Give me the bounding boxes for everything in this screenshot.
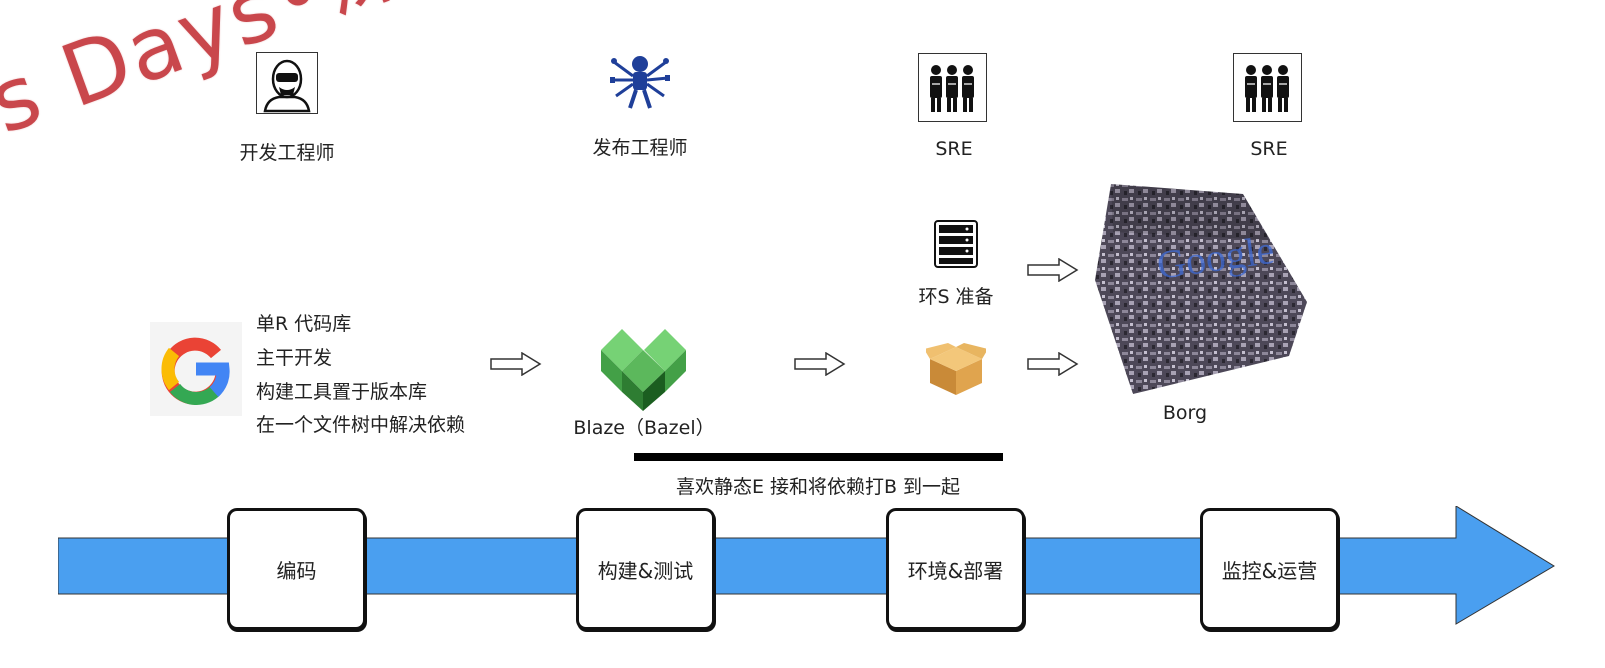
bazel-logo-icon xyxy=(601,328,687,416)
practice-item: 单R 代码库 xyxy=(256,313,352,335)
release-engineer-icon xyxy=(608,48,672,110)
flow-arrow-icon xyxy=(490,351,542,380)
stage-coding: 编码 xyxy=(227,508,366,630)
google-g-icon xyxy=(150,322,242,416)
linking-note: 喜欢静态E 接和将依赖打B 到一起 xyxy=(675,476,961,498)
stage-env-deploy: 环境&部署 xyxy=(886,508,1025,630)
flow-arrow-icon xyxy=(794,351,846,380)
sre-team-icon xyxy=(1233,53,1302,122)
sre-label-2: SRE xyxy=(1250,138,1288,160)
sre-team-icon xyxy=(918,53,987,122)
practice-item: 主干开发 xyxy=(256,347,333,369)
borg-label: Borg xyxy=(1162,402,1208,424)
blaze-label: Blaze（Bazel） xyxy=(573,417,715,439)
grouping-bar xyxy=(634,453,1003,461)
env-prep-label: 环S 准备 xyxy=(918,286,994,308)
server-icon xyxy=(933,219,979,273)
package-box-icon xyxy=(924,343,988,401)
stage-monitor-ops: 监控&运营 xyxy=(1200,508,1339,630)
practice-item: 构建工具置于版本库 xyxy=(256,381,428,403)
developer-label: 开发工程师 xyxy=(239,142,335,164)
release-engineer-label: 发布工程师 xyxy=(592,137,688,159)
flow-arrow-icon xyxy=(1027,351,1079,380)
borg-cube-image: Google xyxy=(1093,182,1309,394)
developer-icon xyxy=(256,52,318,114)
practice-item: 在一个文件树中解决依赖 xyxy=(256,414,466,436)
sre-label-1: SRE xyxy=(935,138,973,160)
flow-arrow-icon xyxy=(1027,257,1079,286)
stage-build-test: 构建&测试 xyxy=(576,508,715,630)
